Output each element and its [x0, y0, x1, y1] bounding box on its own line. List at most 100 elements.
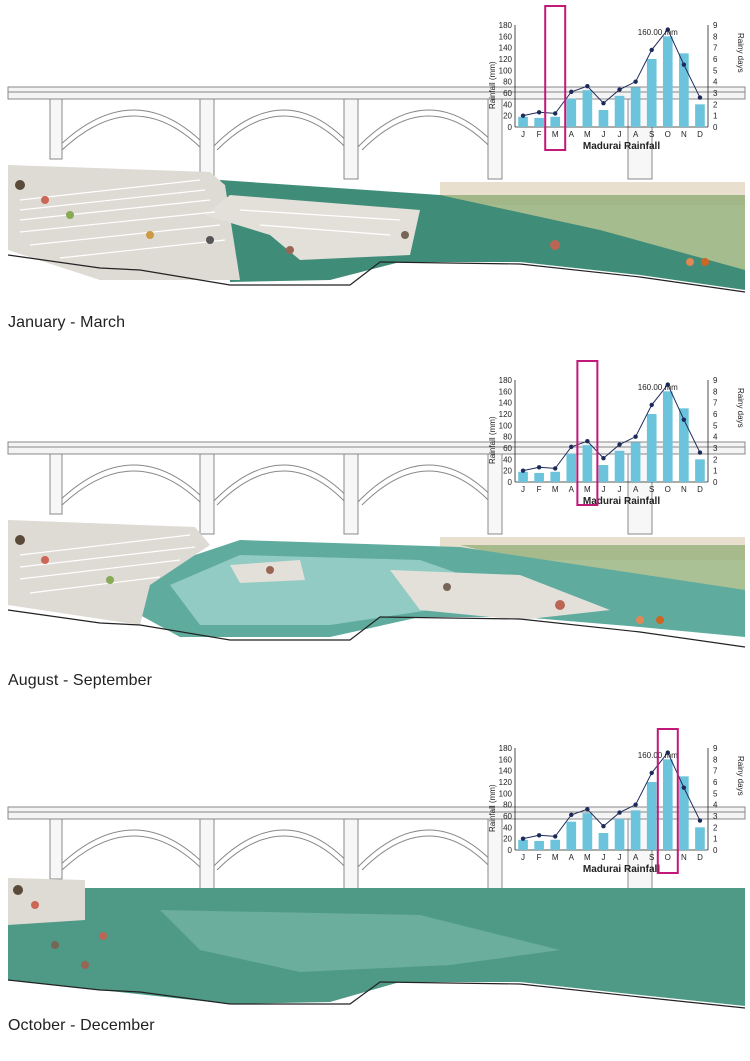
rainy-days-point [649, 770, 654, 776]
y-tick-right: 5 [713, 789, 718, 798]
y-tick-right: 4 [713, 433, 718, 442]
y-tick-right: 6 [713, 55, 718, 64]
x-tick-label: J [601, 485, 605, 494]
rainy-days-point [536, 833, 542, 838]
river-section-illustration [7, 441, 746, 648]
rainfall-bar [614, 95, 625, 127]
x-tick-label: J [618, 130, 622, 139]
x-tick-label: S [649, 853, 654, 862]
rainfall-bar [582, 90, 593, 127]
x-tick-label: F [537, 853, 542, 862]
rainy-days-point [553, 834, 558, 839]
rainy-days-point [697, 818, 703, 823]
rainfall-bar [679, 408, 689, 482]
rainy-days-point [649, 47, 654, 53]
y-tick-right: 7 [713, 399, 718, 408]
y-tick-right: 1 [713, 835, 718, 844]
peak-annotation: 160.00 mm [638, 28, 678, 37]
season-caption: October - December [8, 1017, 155, 1034]
x-tick-label: N [681, 853, 687, 862]
rainfall-bar [662, 36, 673, 127]
x-tick-label: O [665, 853, 671, 862]
rainfall-bar [662, 759, 673, 850]
y-tick-left: 0 [508, 478, 513, 487]
y-tick-left: 0 [508, 846, 513, 855]
chart-title: Madurai Rainfall [583, 496, 660, 507]
y-tick-right: 0 [713, 123, 718, 132]
rainy-days-point [520, 468, 526, 473]
rainy-days-point [665, 750, 670, 755]
rainfall-bar [646, 782, 657, 850]
rainfall-bar [566, 98, 577, 127]
rainfall-bar [598, 110, 609, 127]
y-tick-left: 100 [499, 789, 513, 798]
panel-oct-dec: October - December [0, 710, 750, 1061]
x-tick-label: J [601, 853, 605, 862]
y-tick-right: 6 [713, 410, 718, 419]
y-tick-left: 40 [503, 455, 512, 464]
rainy-days-point [553, 466, 558, 471]
rainfall-bar [695, 827, 705, 850]
rainfall-bar [550, 839, 561, 850]
x-tick-label: D [697, 130, 703, 139]
rainy-days-point [633, 802, 638, 807]
y-tick-left: 140 [499, 44, 513, 53]
season-caption: January - March [8, 314, 126, 331]
rainfall-bar [646, 414, 657, 482]
rainfall-bar [534, 472, 544, 482]
y-tick-left: 80 [503, 433, 512, 442]
y-tick-left: 60 [503, 89, 512, 98]
rainfall-bar [630, 810, 641, 850]
y-tick-left: 180 [499, 376, 513, 385]
y-axis-label-right: Rainy days [736, 33, 745, 73]
highlight-month-box [544, 5, 567, 151]
ghat-top [8, 878, 85, 925]
y-tick-left: 80 [503, 78, 512, 87]
x-tick-label: O [665, 130, 671, 139]
river-section-illustration [7, 86, 746, 293]
y-tick-left: 40 [503, 100, 512, 109]
y-tick-right: 1 [713, 112, 718, 121]
x-tick-label: S [649, 130, 654, 139]
season-caption: August - September [8, 672, 153, 689]
y-tick-left: 160 [499, 387, 513, 396]
panel-aug-sep: August - September [0, 355, 750, 700]
y-tick-right: 9 [713, 744, 718, 753]
x-tick-label: A [569, 130, 575, 139]
rainfall-bar [518, 839, 528, 850]
y-tick-left: 180 [499, 744, 513, 753]
rainy-days-point [681, 62, 687, 67]
ghat-steps [8, 520, 210, 625]
rainy-days-point [665, 382, 670, 387]
y-tick-left: 20 [503, 835, 512, 844]
chart-title: Madurai Rainfall [583, 864, 660, 875]
x-tick-label: J [521, 130, 525, 139]
right-bank-walk [390, 570, 610, 620]
y-tick-right: 2 [713, 455, 718, 464]
x-tick-label: F [537, 130, 542, 139]
rainfall-chart: 0204060801001201401601800123456789Rainfa… [488, 728, 745, 875]
x-tick-label: F [537, 485, 542, 494]
rainfall-bar [630, 87, 641, 127]
y-tick-left: 60 [503, 812, 512, 821]
rainfall-bar [646, 59, 657, 127]
river-section-illustration [7, 806, 746, 1009]
rainy-days-point [649, 402, 654, 408]
y-tick-right: 8 [713, 755, 718, 764]
rainfall-bar [566, 453, 577, 482]
rainy-days-line [522, 751, 701, 840]
y-tick-left: 180 [499, 21, 513, 30]
y-axis-label-right: Rainy days [736, 388, 745, 428]
rainy-days-point [585, 439, 590, 444]
y-tick-right: 6 [713, 778, 718, 787]
y-tick-right: 9 [713, 376, 718, 385]
rainy-days-point [697, 450, 703, 455]
rainy-days-point [569, 812, 574, 818]
rainy-days-line [522, 383, 701, 472]
y-tick-left: 140 [499, 767, 513, 776]
y-tick-right: 4 [713, 78, 718, 87]
water-highlight [160, 910, 560, 972]
x-tick-label: J [618, 485, 622, 494]
rainfall-bar [566, 821, 577, 850]
x-tick-label: S [649, 485, 654, 494]
